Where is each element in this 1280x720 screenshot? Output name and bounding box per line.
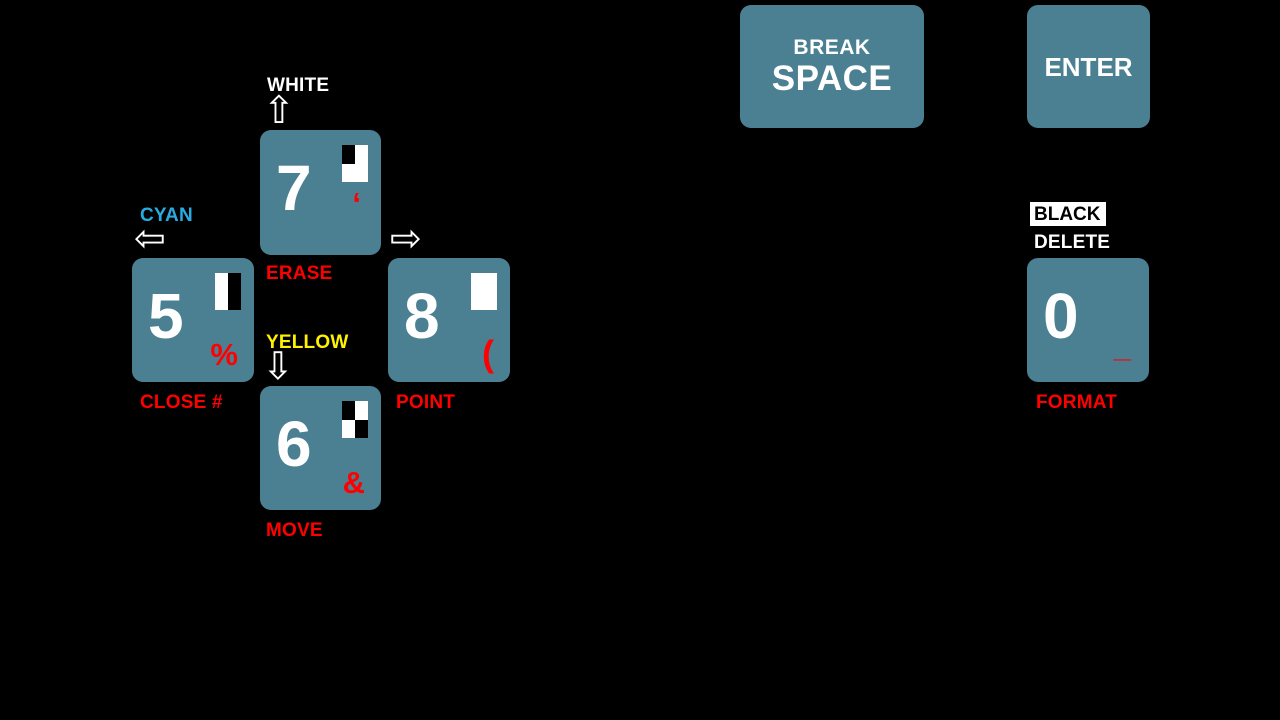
enter-key[interactable]: ENTER <box>1027 5 1150 128</box>
key-7-digit: 7 <box>276 152 312 224</box>
arrow-right-icon: ⇨ <box>390 218 422 260</box>
format-command-label: FORMAT <box>1036 392 1118 413</box>
quadrant-upper-left-block-icon <box>342 145 368 182</box>
key-8[interactable]: 8 ( <box>388 258 510 382</box>
key-5-digit: 5 <box>148 280 184 352</box>
break-space-key[interactable]: BREAK SPACE <box>740 5 924 128</box>
key-0[interactable]: 0 _ <box>1027 258 1149 382</box>
key-8-symbol: ( <box>482 333 494 374</box>
checker-block-icon <box>342 401 368 438</box>
key-0-digit: 0 <box>1043 280 1079 352</box>
break-label: BREAK <box>793 36 871 59</box>
key-6-symbol: & <box>342 465 365 500</box>
arrow-down-icon: ⇩ <box>262 346 294 388</box>
key-6[interactable]: 6 & <box>260 386 381 510</box>
cyan-color-label: CYAN <box>140 205 193 226</box>
point-command-label: POINT <box>396 392 456 413</box>
key-7-symbol: ‘ <box>352 186 361 221</box>
white-color-label: WHITE <box>267 75 330 96</box>
right-half-block-icon <box>215 273 241 310</box>
close-command-label: CLOSE # <box>140 392 223 413</box>
arrow-left-icon: ⇦ <box>134 218 166 260</box>
arrow-up-icon: ⇧ <box>263 90 295 132</box>
key-8-digit: 8 <box>404 280 440 352</box>
yellow-color-label: YELLOW <box>266 332 349 353</box>
move-command-label: MOVE <box>266 520 323 541</box>
key-5[interactable]: 5 % <box>132 258 254 382</box>
key-0-symbol: _ <box>1113 329 1131 364</box>
black-color-label: BLACK <box>1030 202 1106 226</box>
erase-command-label: ERASE <box>266 263 333 284</box>
delete-key-label: DELETE <box>1034 232 1111 253</box>
full-white-block-icon <box>471 273 497 310</box>
enter-label: ENTER <box>1044 51 1133 82</box>
space-label: SPACE <box>771 59 893 98</box>
key-6-digit: 6 <box>276 408 312 480</box>
key-5-symbol: % <box>210 337 238 372</box>
key-7[interactable]: 7 ‘ <box>260 130 381 255</box>
